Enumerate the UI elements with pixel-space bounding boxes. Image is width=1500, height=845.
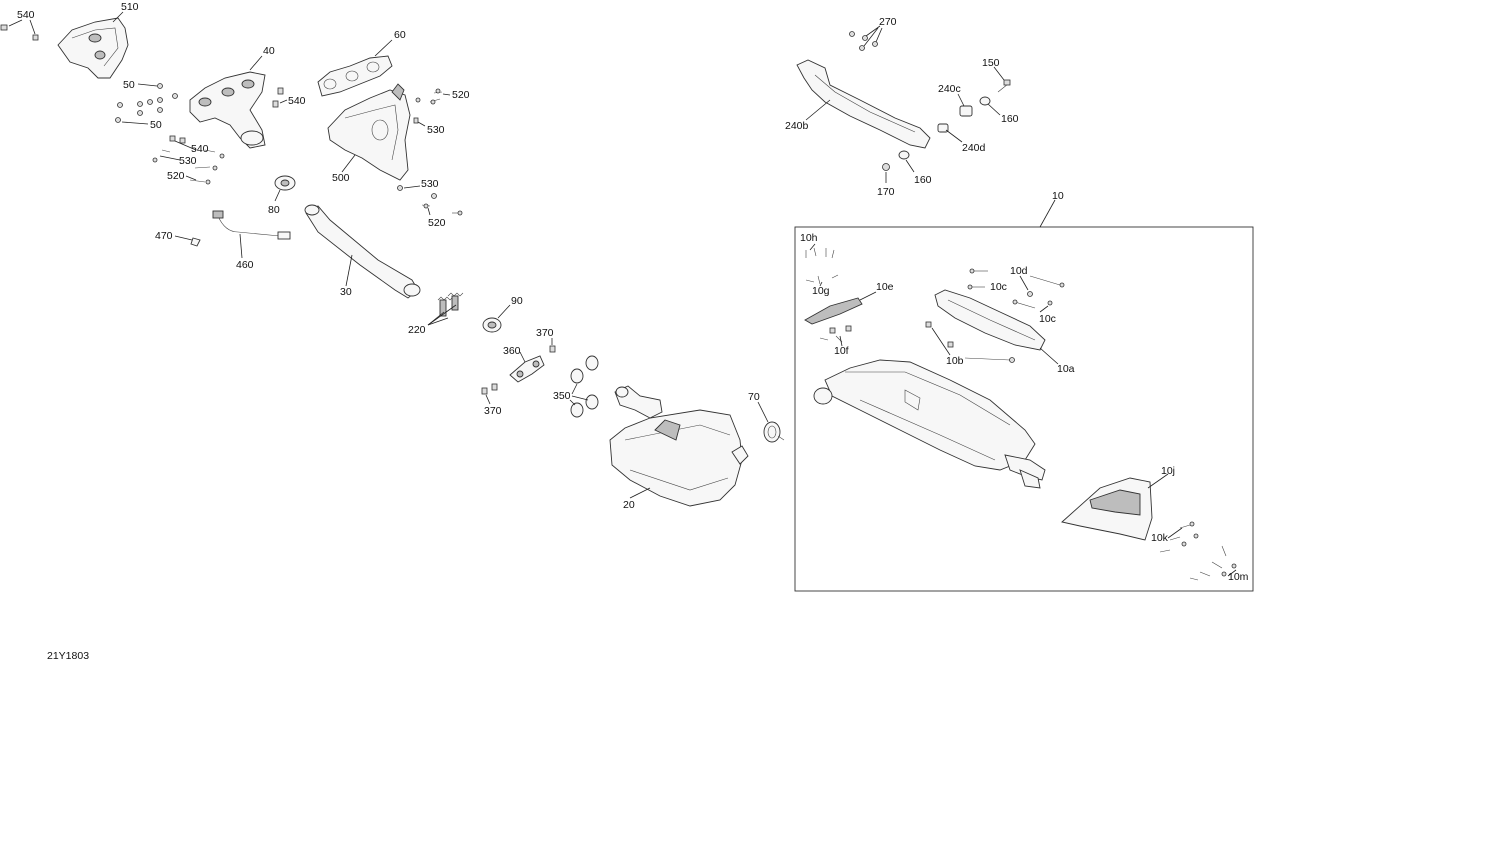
grommet-350-group[interactable] bbox=[569, 355, 599, 418]
muffler-body-10[interactable] bbox=[813, 359, 1046, 489]
callout-350: 350 bbox=[553, 390, 571, 402]
clip-10f-group[interactable] bbox=[819, 325, 852, 347]
cover-10a[interactable] bbox=[934, 289, 1059, 365]
callout-540: 540 bbox=[17, 9, 35, 21]
nut-170[interactable] bbox=[882, 163, 890, 184]
exhaust-pipe-30[interactable] bbox=[304, 204, 421, 299]
fastener-540-top[interactable] bbox=[0, 19, 39, 41]
callout-170: 170 bbox=[877, 186, 895, 198]
callout-160: 160 bbox=[914, 174, 932, 186]
screw-10h-group[interactable] bbox=[805, 243, 835, 259]
spacer-240d[interactable] bbox=[937, 123, 963, 143]
callout-520: 520 bbox=[452, 89, 470, 101]
callout-530: 530 bbox=[427, 124, 445, 136]
callout-520: 520 bbox=[167, 170, 185, 182]
callout-50: 50 bbox=[123, 79, 135, 91]
callout-40: 40 bbox=[263, 45, 275, 57]
callout-370: 370 bbox=[484, 405, 502, 417]
callout-10g: 10g bbox=[812, 285, 830, 297]
callout-90: 90 bbox=[511, 295, 523, 307]
callout-10h: 10h bbox=[800, 232, 818, 244]
screw-10k-group[interactable] bbox=[1159, 521, 1199, 553]
callout-370: 370 bbox=[536, 327, 554, 339]
bolt-530-520-lower[interactable] bbox=[397, 185, 463, 216]
callout-470: 470 bbox=[155, 230, 173, 242]
callout-80: 80 bbox=[268, 204, 280, 216]
heat-shield-500[interactable] bbox=[327, 83, 411, 181]
callout-220: 220 bbox=[408, 324, 426, 336]
callout-10f: 10f bbox=[834, 345, 849, 357]
callout-10a: 10a bbox=[1057, 363, 1075, 375]
assembly-10-frame bbox=[794, 199, 1254, 592]
bushing-240c[interactable] bbox=[957, 93, 973, 117]
callout-50: 50 bbox=[150, 119, 162, 131]
heat-shield-510[interactable] bbox=[57, 11, 129, 79]
callout-10j: 10j bbox=[1161, 465, 1175, 477]
oxygen-sensor-460[interactable] bbox=[212, 210, 291, 259]
washer-160-lower[interactable] bbox=[898, 150, 915, 173]
screw-10m-group[interactable] bbox=[1189, 545, 1237, 581]
fitting-80[interactable] bbox=[274, 175, 296, 202]
callout-10d: 10d bbox=[1010, 265, 1028, 277]
callout-160: 160 bbox=[1001, 113, 1019, 125]
clip-470[interactable] bbox=[174, 235, 201, 247]
diagram-id: 21Y1803 bbox=[47, 650, 89, 662]
bolt-520-530-upper[interactable] bbox=[413, 88, 451, 127]
callout-360: 360 bbox=[503, 345, 521, 357]
bracket-360[interactable] bbox=[509, 351, 545, 383]
washer-160-upper[interactable] bbox=[979, 96, 1001, 116]
callout-500: 500 bbox=[332, 172, 350, 184]
callout-10b: 10b bbox=[946, 355, 964, 367]
clip-540-manifold[interactable] bbox=[272, 87, 288, 108]
callout-150: 150 bbox=[982, 57, 1000, 69]
exhaust-tip-10j[interactable] bbox=[1061, 473, 1169, 541]
bolt-370-upper[interactable] bbox=[549, 338, 556, 353]
callout-20: 20 bbox=[623, 499, 635, 511]
callout-10m: 10m bbox=[1228, 571, 1249, 583]
bracket-240b[interactable] bbox=[796, 59, 931, 149]
clamp-70[interactable] bbox=[757, 401, 785, 443]
muffler-20[interactable] bbox=[609, 385, 749, 507]
manifold-gasket-60[interactable] bbox=[317, 39, 393, 97]
callout-70: 70 bbox=[748, 391, 760, 403]
bolt-370-lower[interactable] bbox=[481, 383, 498, 405]
callout-10c: 10c bbox=[990, 281, 1007, 293]
callout-10k: 10k bbox=[1151, 532, 1169, 544]
callout-10e: 10e bbox=[876, 281, 894, 293]
callout-530: 530 bbox=[421, 178, 439, 190]
shield-10e[interactable] bbox=[804, 291, 877, 325]
spring-220[interactable] bbox=[427, 292, 464, 326]
callout-240d: 240d bbox=[962, 142, 986, 154]
fastener-540-530-520-left[interactable] bbox=[152, 135, 225, 185]
bolt-150[interactable] bbox=[993, 66, 1011, 93]
callout-10c: 10c bbox=[1039, 313, 1056, 325]
screw-10b-group[interactable] bbox=[925, 321, 1015, 363]
callout-520: 520 bbox=[428, 217, 446, 229]
callout-530: 530 bbox=[179, 155, 197, 167]
nut-50-group[interactable] bbox=[115, 83, 178, 125]
callout-540: 540 bbox=[288, 95, 306, 107]
callout-60: 60 bbox=[394, 29, 406, 41]
callout-460: 460 bbox=[236, 259, 254, 271]
exhaust-manifold-40[interactable] bbox=[189, 55, 266, 149]
gasket-90[interactable] bbox=[482, 304, 511, 333]
callout-30: 30 bbox=[340, 286, 352, 298]
fastener-10g-group[interactable] bbox=[805, 274, 839, 287]
callout-10: 10 bbox=[1052, 190, 1064, 202]
bolt-270-group[interactable] bbox=[849, 25, 883, 51]
callout-510: 510 bbox=[121, 1, 139, 13]
callout-240c: 240c bbox=[938, 83, 961, 95]
callout-270: 270 bbox=[879, 16, 897, 28]
callout-540: 540 bbox=[191, 143, 209, 155]
fastener-10d-10c-group[interactable] bbox=[967, 268, 1065, 313]
callout-240b: 240b bbox=[785, 120, 809, 132]
